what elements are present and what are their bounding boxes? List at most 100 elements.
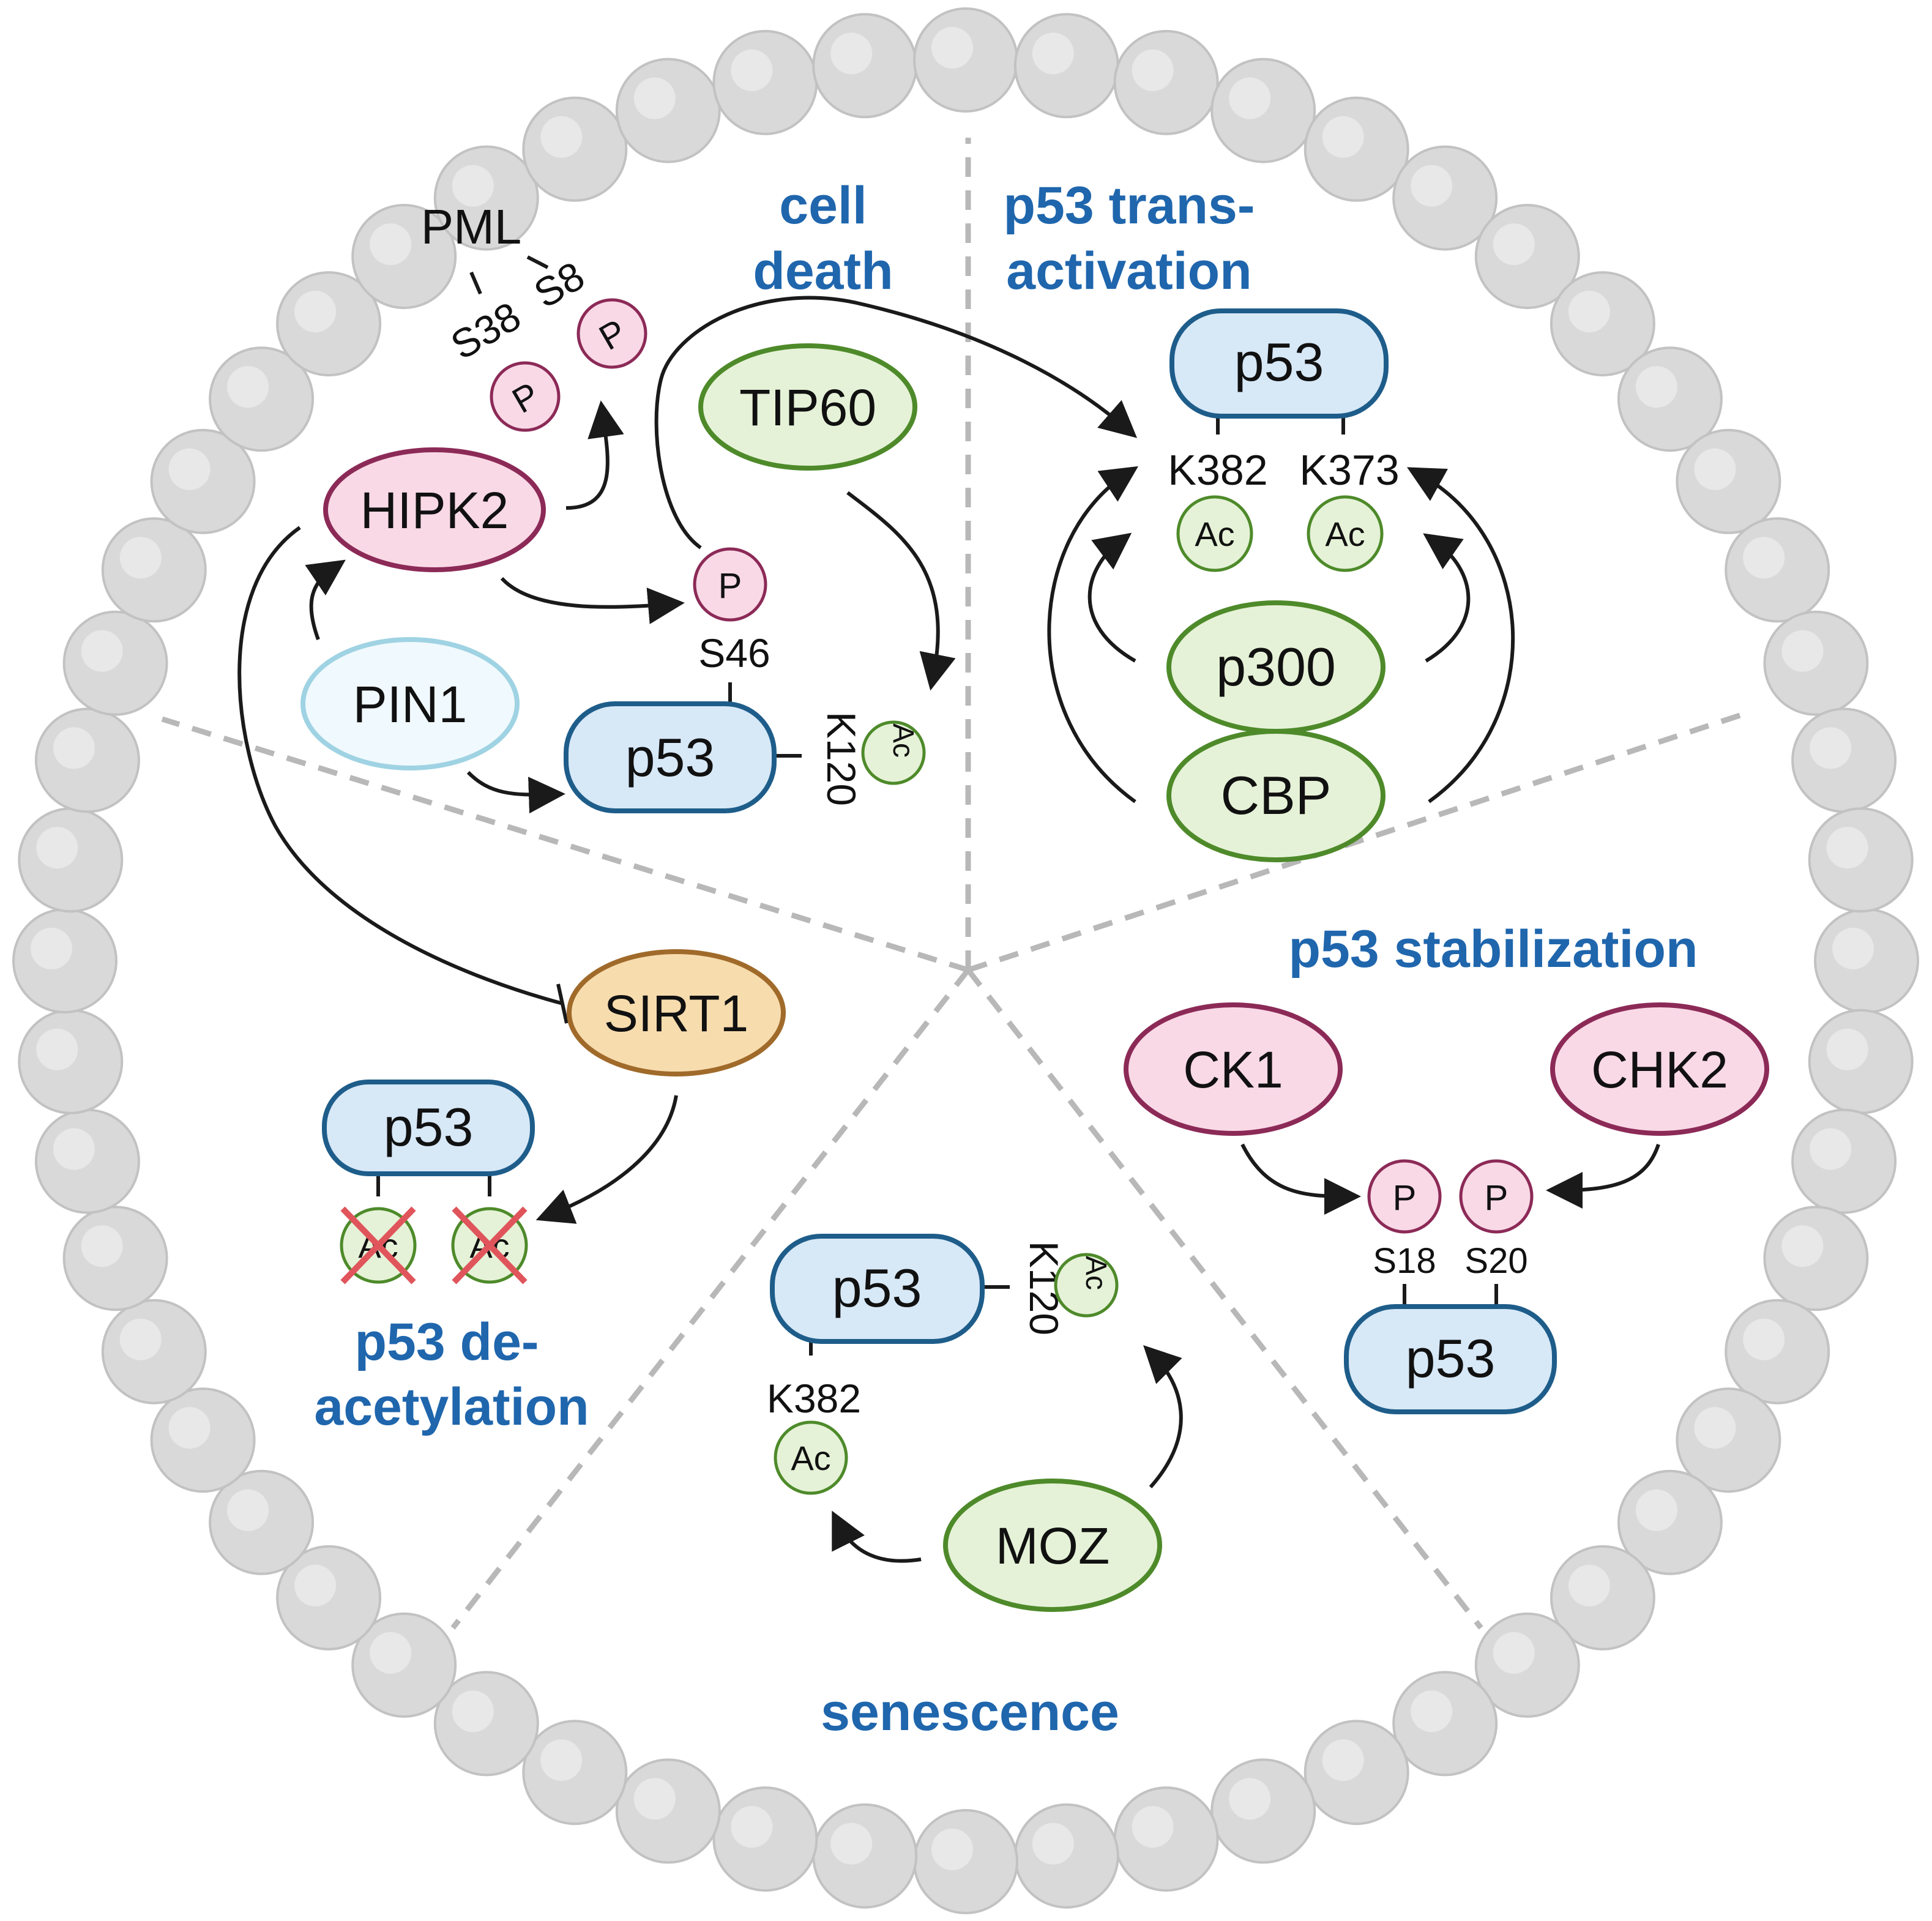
sirt1-node: SIRT1: [567, 949, 786, 1076]
moz-node: MOZ: [943, 1479, 1162, 1612]
svg-text:Ac: Ac: [1325, 515, 1365, 553]
envelope-bead: [712, 1786, 818, 1892]
section-title-senescence: senescence: [821, 1683, 1119, 1742]
svg-text:MOZ: MOZ: [996, 1517, 1110, 1575]
envelope-bead: [522, 1720, 628, 1826]
site-label-s20: S20: [1464, 1241, 1527, 1281]
envelope-bead: [1013, 1803, 1119, 1909]
p300-node: p300: [1166, 600, 1386, 734]
site-label-k373: K373: [1299, 446, 1399, 494]
svg-text:CK1: CK1: [1183, 1041, 1283, 1099]
envelope-bead: [1392, 1671, 1498, 1777]
envelope-bead: [1550, 1545, 1655, 1651]
envelope-bead: [913, 1809, 1018, 1914]
envelope-bead: [62, 1206, 168, 1311]
acetyl-k382-badge: Ac: [1176, 495, 1253, 572]
envelope-bead: [351, 204, 457, 310]
section-title-deacetylation: p53 de-: [354, 1313, 539, 1371]
acetyl-k120-badge: Ac: [861, 720, 926, 785]
envelope-bead: [150, 1387, 256, 1493]
envelope-bead: [101, 1299, 207, 1404]
envelope-bead: [522, 96, 628, 202]
pin1-node: PIN1: [300, 637, 520, 770]
envelope-bead: [209, 346, 315, 452]
envelope-bead: [812, 1803, 918, 1909]
envelope-bead: [615, 58, 721, 163]
envelope-bead: [1474, 1612, 1580, 1718]
envelope-bead: [1763, 610, 1869, 716]
acetyl-k382-badge: Ac: [774, 1420, 848, 1495]
section-title-deacetylation: acetylation: [314, 1378, 589, 1436]
svg-text:p53: p53: [1406, 1328, 1496, 1389]
envelope-bead: [1725, 1299, 1830, 1404]
p53-node-cell-death: p53: [564, 701, 777, 813]
envelope-bead: [1791, 1108, 1897, 1214]
envelope-bead: [276, 271, 382, 377]
svg-text:SIRT1: SIRT1: [604, 985, 749, 1042]
svg-text:Ac: Ac: [887, 723, 919, 758]
phospho-s38-badge: P: [490, 361, 561, 432]
p53-node-stabilization: p53: [1344, 1304, 1557, 1414]
svg-text:Ac: Ac: [791, 1439, 830, 1477]
svg-text:PIN1: PIN1: [353, 676, 468, 733]
svg-text:p53: p53: [625, 727, 715, 788]
site-label-s38: S38: [443, 293, 528, 368]
svg-text:TIP60: TIP60: [739, 379, 876, 436]
envelope-bead: [1617, 346, 1723, 452]
svg-text:HIPK2: HIPK2: [360, 482, 509, 539]
section-title-stabilization: p53 stabilization: [1288, 920, 1698, 979]
envelope-bead: [433, 145, 539, 251]
envelope-bead: [1676, 1387, 1781, 1493]
envelope-bead: [1617, 1469, 1723, 1575]
envelope-bead: [1304, 1720, 1409, 1826]
envelope-bead: [1392, 145, 1498, 251]
svg-text:Ac: Ac: [1080, 1256, 1112, 1290]
section-title-cell-death: death: [753, 242, 893, 300]
section-title-transactivation: activation: [1006, 242, 1251, 300]
arrows: [237, 255, 1660, 1563]
envelope-bead: [1676, 428, 1781, 534]
envelope-bead: [812, 13, 918, 119]
envelope-bead: [351, 1612, 457, 1718]
site-label-k120: K120: [819, 712, 864, 806]
envelope-bead: [1304, 96, 1409, 202]
envelope-bead: [1210, 58, 1316, 163]
envelope-bead: [615, 1758, 721, 1864]
svg-text:CBP: CBP: [1221, 765, 1332, 826]
sector-dividers: [161, 138, 1748, 1630]
acetyl-removed-badge: Ac: [451, 1206, 528, 1285]
envelope-bead: [1550, 271, 1655, 377]
hipk2-node: HIPK2: [323, 447, 546, 572]
svg-text:P: P: [1393, 1178, 1417, 1218]
p53-node-deacetylation: p53: [322, 1080, 535, 1176]
acetyl-k120-badge: Ac: [1054, 1253, 1119, 1318]
pml-label: PML: [421, 200, 522, 254]
envelope-bead: [1763, 1206, 1869, 1311]
p53-node-transactivation: p53: [1169, 308, 1389, 419]
envelope-bead: [1013, 13, 1119, 119]
envelope-bead: [18, 807, 124, 913]
svg-text:Ac: Ac: [1195, 515, 1234, 553]
acetyl-removed-badge: Ac: [340, 1206, 417, 1285]
p53-node-senescence: p53: [770, 1234, 985, 1344]
envelope-bead: [1113, 1786, 1219, 1892]
envelope-bead: [209, 1469, 315, 1575]
envelope-bead: [913, 7, 1018, 113]
envelope-bead: [276, 1545, 382, 1651]
phospho-s8-badge: P: [576, 298, 647, 369]
svg-text:p300: p300: [1216, 636, 1336, 697]
cbp-node: CBP: [1166, 729, 1386, 862]
phospho-s18-badge: P: [1367, 1159, 1442, 1234]
svg-text:CHK2: CHK2: [1591, 1041, 1728, 1099]
envelope-bead: [150, 428, 256, 534]
site-label-s46: S46: [698, 630, 770, 676]
chk2-node: CHK2: [1550, 1002, 1769, 1136]
ck1-node: CK1: [1124, 1002, 1343, 1136]
svg-text:P: P: [718, 566, 742, 606]
envelope-bead: [712, 29, 818, 135]
envelope-bead: [18, 1009, 124, 1114]
envelope-bead: [1210, 1758, 1316, 1864]
envelope-bead: [12, 908, 117, 1013]
section-title-cell-death: cell: [779, 176, 867, 235]
